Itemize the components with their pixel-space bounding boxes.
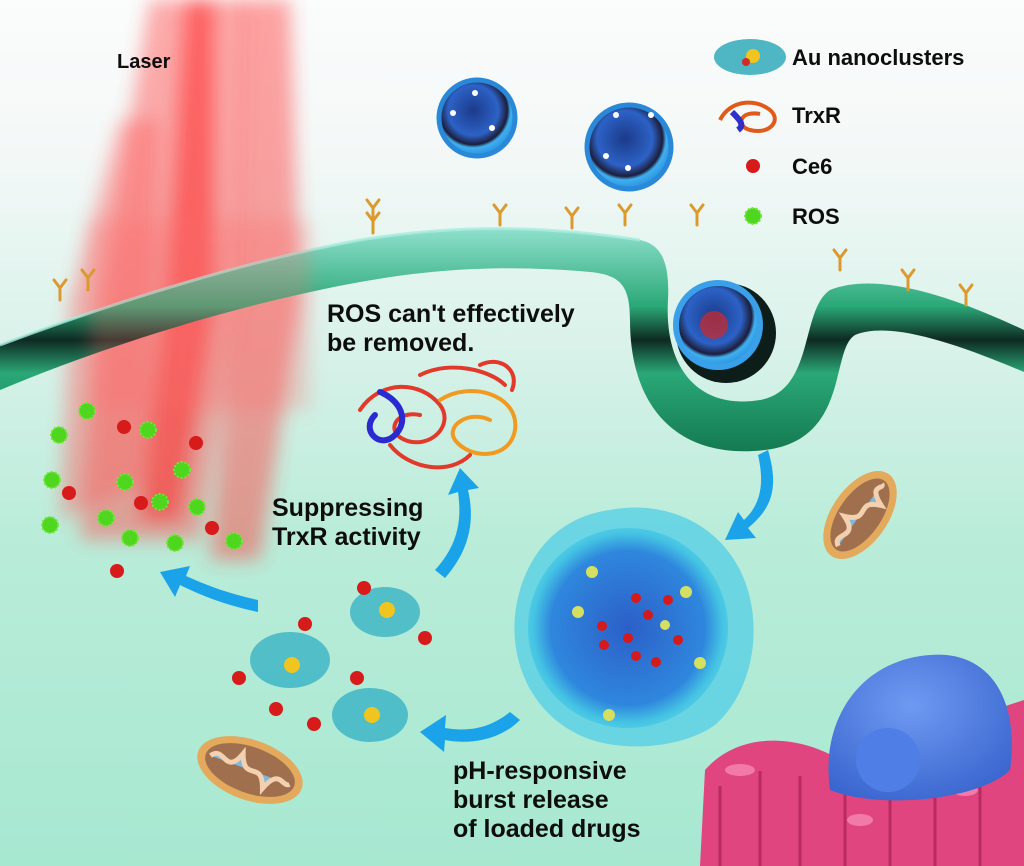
release-line-2: burst release: [453, 786, 609, 814]
mitochondrion-icon: [197, 736, 303, 804]
legend-item-trxr: TrxR: [710, 90, 841, 140]
ce6-dot-icon: [746, 159, 760, 173]
au-nanocluster-icon: [250, 632, 330, 688]
suppressing-line-2: TrxR activity: [272, 523, 421, 551]
legend-item-ce6: Ce6: [710, 146, 832, 186]
legend-label-ce6: Ce6: [792, 153, 833, 179]
legend-label-au: Au nanoclusters: [792, 44, 965, 70]
legend-label-trxr: TrxR: [792, 102, 841, 128]
arrow-icon: [725, 450, 774, 540]
legend-item-ros: ROS: [710, 196, 840, 236]
receptor-icon: [492, 203, 508, 227]
nucleus-icon: [828, 654, 1012, 801]
trxr-protein-icon: [718, 100, 777, 133]
au-nanocluster-icon: [350, 587, 420, 637]
ros-star-icon: [744, 207, 762, 225]
suppressing-line-1: Suppressing: [272, 494, 424, 522]
receptor-icon: [564, 206, 580, 230]
legend-label-ros: ROS: [792, 203, 840, 229]
au-nanocluster-icon: [332, 688, 408, 742]
ros-removal-line-2: be removed.: [327, 329, 475, 357]
arrow-icon: [160, 566, 258, 612]
receptor-icon: [365, 198, 381, 222]
nanoparticle-icon: [584, 102, 674, 192]
legend: Au nanoclusters TrxR Ce6 ROS: [710, 20, 1020, 240]
au-nanocluster-icon: [714, 39, 786, 75]
legend-item-au: Au nanoclusters: [710, 32, 964, 82]
arrow-icon: [420, 712, 520, 752]
laser-label: Laser: [117, 51, 171, 73]
ce6-dots: [232, 581, 432, 731]
release-label: pH-responsive burst release of loaded dr…: [453, 757, 641, 844]
receptor-icon: [617, 203, 633, 227]
receptor-icon: [832, 248, 848, 272]
nanoparticle-icon: [436, 77, 518, 159]
ros-removal-label: ROS can't effectively be removed.: [327, 300, 575, 358]
mitochondrion-icon: [823, 471, 897, 559]
receptor-icon: [900, 268, 916, 292]
arrow-icon: [435, 468, 479, 578]
receptor-icon: [52, 278, 68, 302]
release-line-3: of loaded drugs: [453, 815, 641, 843]
ros-removal-line-1: ROS can't effectively: [327, 300, 575, 328]
endocytosed-nanoparticle-icon: [673, 280, 776, 383]
receptor-icon: [80, 268, 96, 292]
release-line-1: pH-responsive: [453, 757, 627, 785]
receptor-icon: [958, 283, 974, 307]
suppressing-label: Suppressing TrxR activity: [272, 494, 423, 552]
receptor-icon: [689, 203, 705, 227]
